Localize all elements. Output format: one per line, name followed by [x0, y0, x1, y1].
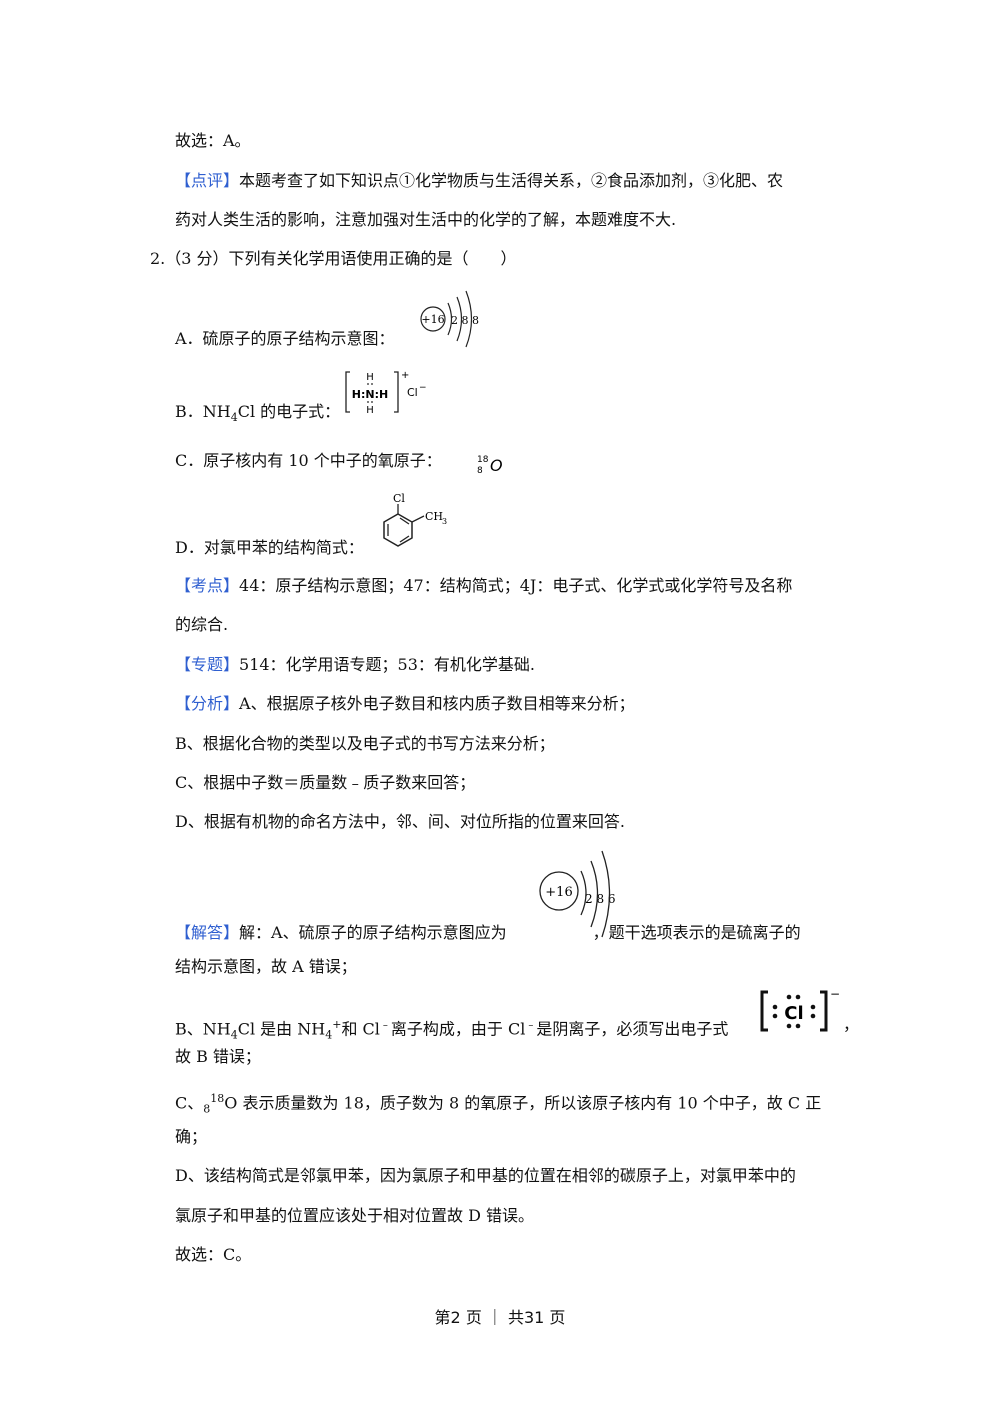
- answer-b-line1-end: ，: [843, 1015, 860, 1034]
- option-d: D．对氯甲苯的结构简式：: [175, 538, 364, 557]
- zhuanti-line: 【专题】514：化学用语专题；53：有机化学基础.: [175, 655, 536, 674]
- answer-d-line1: D、该结构简式是邻氯甲苯，因为氯原子和甲基的位置在相邻的碳原子上，对氯甲苯中的: [175, 1166, 796, 1185]
- fenxi-line-a: 【分析】A、根据原子核外电子数目和核内质子数目相等来分析；: [175, 694, 635, 713]
- page-footer: 第2 页 ｜ 共31 页: [434, 1308, 566, 1327]
- svg-text:Cl: Cl: [407, 386, 418, 399]
- svg-text:18: 18: [477, 455, 489, 465]
- svg-text:Cl: Cl: [393, 492, 405, 505]
- atom-nucleus-label: +16: [545, 885, 572, 900]
- chloride-electron-formula: Cl −: [760, 987, 840, 1032]
- answer-d-line2: 氯原子和甲基的位置应该处于相对位置故 D 错误。: [175, 1206, 535, 1225]
- svg-text:Cl: Cl: [784, 1003, 803, 1024]
- option-a: A．硫原子的原子结构示意图：: [175, 329, 395, 348]
- sulfur-atom-diagram-solution: +16 2 8 6: [539, 850, 616, 938]
- svg-text:−: −: [419, 383, 427, 393]
- fenxi-tag: 【分析】: [175, 694, 240, 713]
- zhuanti-tag: 【专题】: [175, 655, 240, 674]
- answer-c-line2: 确；: [175, 1127, 208, 1146]
- answer-c-line1: C、818O 表示质量数为 18，质子数为 8 的氧原子，所以该原子核内有 10…: [175, 1092, 822, 1116]
- nh4cl-electron-formula-option-b: H H:N:H H + Cl −: [345, 370, 427, 416]
- kaodian-tag: 【考点】: [175, 576, 240, 595]
- svg-text:8: 8: [477, 466, 483, 476]
- answer-b-line1: B、NH4Cl 是由 NH4+和 Cl﹣离子构成，由于 Cl﹣是阴离子，必须写出…: [175, 1018, 729, 1042]
- comment-tag: 【点评】: [175, 171, 240, 190]
- prev-comment-line2: 药对人类生活的影响，注意加强对生活中的化学的了解，本题难度不大.: [175, 210, 677, 229]
- answer-a-line1: 【解答】解：A、硫原子的原子结构示意图应为，题干选项表示的是硫离子的: [175, 923, 801, 942]
- answer-a-line2: 结构示意图，故 A 错误；: [175, 957, 357, 976]
- fenxi-line-b: B、根据化合物的类型以及电子式的书写方法来分析；: [175, 734, 555, 753]
- svg-text:O: O: [490, 456, 503, 475]
- atom-shell-counts: 2 8 6: [585, 892, 616, 906]
- fenxi-line-c: C、根据中子数＝质量数﹣质子数来回答；: [175, 773, 476, 792]
- svg-text:CH: CH: [425, 510, 443, 523]
- fenxi-line-d: D、根据有机物的命名方法中，邻、间、对位所指的位置来回答.: [175, 812, 625, 831]
- option-c: C．原子核内有 10 个中子的氧原子：: [175, 451, 442, 470]
- kaodian-line2: 的综合.: [175, 615, 229, 634]
- prev-conclusion: 故选：A。: [175, 131, 251, 150]
- atom-shell-counts: 2 8 8: [451, 314, 479, 327]
- option-b: B．NH4Cl 的电子式：: [175, 402, 341, 425]
- answer-conclusion: 故选：C。: [175, 1245, 252, 1264]
- comment-text-1: 本题考查了如下知识点①化学物质与生活得关系，②食品添加剂，③化肥、农: [239, 171, 784, 190]
- sulfur-atom-diagram-option-a: +16 2 8 8: [420, 290, 479, 348]
- atom-nucleus-label: +16: [421, 313, 444, 326]
- svg-text:H: H: [366, 372, 374, 383]
- prev-comment-line1: 【点评】本题考查了如下知识点①化学物质与生活得关系，②食品添加剂，③化肥、农: [175, 170, 783, 192]
- svg-text:+: +: [401, 370, 409, 381]
- svg-text:−: −: [830, 987, 840, 1001]
- question-stem: 2.（3 分）下列有关化学用语使用正确的是（ ）: [150, 249, 517, 268]
- jieda-tag: 【解答】: [175, 923, 240, 942]
- answer-b-line2: 故 B 错误；: [175, 1047, 261, 1066]
- svg-text:H: H: [366, 405, 374, 416]
- svg-text:3: 3: [442, 517, 447, 526]
- svg-text:H:N:H: H:N:H: [352, 388, 388, 401]
- chloro-toluene-structure-option-d: Cl CH 3: [383, 492, 447, 547]
- kaodian-line1: 【考点】44：原子结构示意图；47：结构简式；4J：电子式、化学式或化学符号及名…: [175, 576, 793, 595]
- oxygen-18-symbol-option-c: 18 8 O: [477, 455, 503, 476]
